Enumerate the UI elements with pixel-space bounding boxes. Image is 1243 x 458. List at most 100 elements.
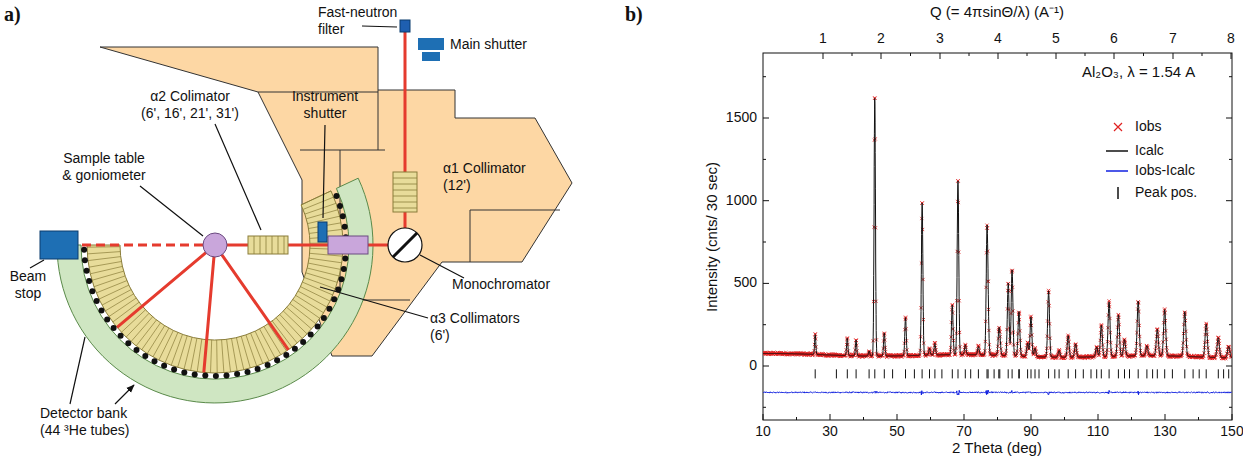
part-label: Beam stop [4, 268, 52, 302]
axis-title: Intensity (cnts/ 30 sec) [703, 162, 721, 312]
he3-tube [81, 247, 87, 253]
he3-tube [82, 257, 88, 263]
he3-tube [342, 256, 348, 262]
he3-tube [104, 316, 110, 322]
part-label: Monochromator [452, 276, 550, 293]
leader-lines [30, 26, 464, 404]
he3-tube [84, 268, 90, 274]
tick-label: 130 [1153, 423, 1176, 440]
a2-collimator [248, 236, 288, 254]
he3-tube [255, 366, 261, 372]
beam-stop [40, 231, 78, 259]
legend-label: Icalc [1135, 142, 1164, 159]
tick-label: 7 [1169, 30, 1177, 47]
he3-tube [152, 358, 158, 364]
he3-tube [118, 333, 124, 339]
tick-label: 6 [1110, 30, 1118, 47]
collimator-blades [87, 191, 343, 373]
he3-tube [94, 298, 100, 304]
legend-diff-line [1106, 170, 1128, 172]
he3-tube [234, 371, 240, 377]
he3-tube [334, 193, 340, 199]
tick-label: 5 [1052, 30, 1060, 47]
he3-tube [99, 307, 105, 313]
he3-tube [86, 278, 92, 284]
legend-observed-marker [1114, 123, 1122, 131]
difference-curve [763, 390, 1232, 395]
he3-tube [111, 325, 117, 331]
he3-tube [181, 369, 187, 375]
part-label: Sample table & goniometer [58, 150, 151, 184]
he3-tube [308, 332, 314, 338]
sample [203, 233, 227, 257]
he3-tube [89, 288, 95, 294]
he3-tube [340, 213, 346, 219]
tick-label: 500 [734, 274, 757, 291]
tick-label: 8 [1227, 30, 1235, 47]
he3-tube [202, 373, 208, 379]
he3-tubes [81, 193, 349, 379]
observed-points [763, 96, 1232, 360]
tick-label: 2 [877, 30, 885, 47]
main-shutter [422, 52, 440, 61]
a3-collimators [87, 191, 343, 373]
he3-tube [125, 340, 131, 346]
monochromator-crystal [393, 233, 417, 257]
legend-tick-mark [1117, 187, 1119, 199]
plot-frame [763, 53, 1232, 420]
tick-label: 4 [994, 30, 1002, 47]
shield-blocks [258, 90, 560, 300]
panel-letter: b) [625, 2, 643, 26]
powder-pattern [761, 53, 1233, 420]
he3-tube [342, 224, 348, 230]
detector-bank [57, 178, 373, 403]
tick-label: 1 [819, 30, 827, 47]
he3-tube [274, 357, 280, 363]
tick-label: 1500 [726, 109, 757, 126]
he3-tube [326, 306, 332, 312]
a1-collimator [393, 172, 417, 212]
he3-tube [142, 353, 148, 359]
he3-tube [321, 315, 327, 321]
panel-letter: a) [4, 2, 21, 26]
calculated-curve [763, 99, 1232, 358]
he3-tube [338, 276, 344, 282]
he3-tube [245, 369, 251, 375]
axis-ticks [763, 53, 1232, 420]
legend-label: Iobs-Icalc [1135, 162, 1195, 179]
he3-tube [300, 339, 306, 345]
peak-position-ticks [815, 369, 1228, 378]
he3-tube [331, 296, 337, 302]
he3-tube [134, 347, 140, 353]
tick-label: 1000 [726, 192, 757, 209]
he3-tube [337, 203, 343, 209]
beam-tube [328, 236, 368, 254]
he3-tube [224, 373, 230, 379]
he3-tube [171, 366, 177, 372]
instrument-drawing [30, 20, 572, 404]
part-label: Detector bank (44 ³He tubes) [40, 405, 140, 439]
tick-label: 70 [956, 423, 972, 440]
legend-calc-line [1106, 150, 1128, 152]
tick-label: 90 [1023, 423, 1039, 440]
part-label: Instrument shutter [285, 88, 365, 122]
part-label: α2 Colimator (6', 16', 21', 31') [140, 88, 241, 122]
he3-tube [265, 362, 271, 368]
axis-ticks [763, 53, 1232, 420]
tick-label: 3 [936, 30, 944, 47]
collimator-blades [87, 191, 343, 373]
scattered-beam [117, 245, 288, 373]
part-label: Fast-neutron filter [318, 4, 408, 38]
axis-title: 2 Theta (deg) [952, 439, 1042, 457]
main-shutter [418, 38, 444, 50]
he3-tube [213, 373, 219, 379]
he3-tube [292, 346, 298, 352]
part-label: α3 Collimators (6') [430, 310, 530, 344]
transmitted-beam [78, 244, 203, 247]
legend-label: Peak pos. [1135, 184, 1197, 201]
he3-tube [341, 266, 347, 272]
sample-note: Al₂O₃, λ = 1.54 A [1082, 63, 1195, 81]
tick-label: 50 [889, 423, 905, 440]
collimator-blades [254, 236, 284, 254]
